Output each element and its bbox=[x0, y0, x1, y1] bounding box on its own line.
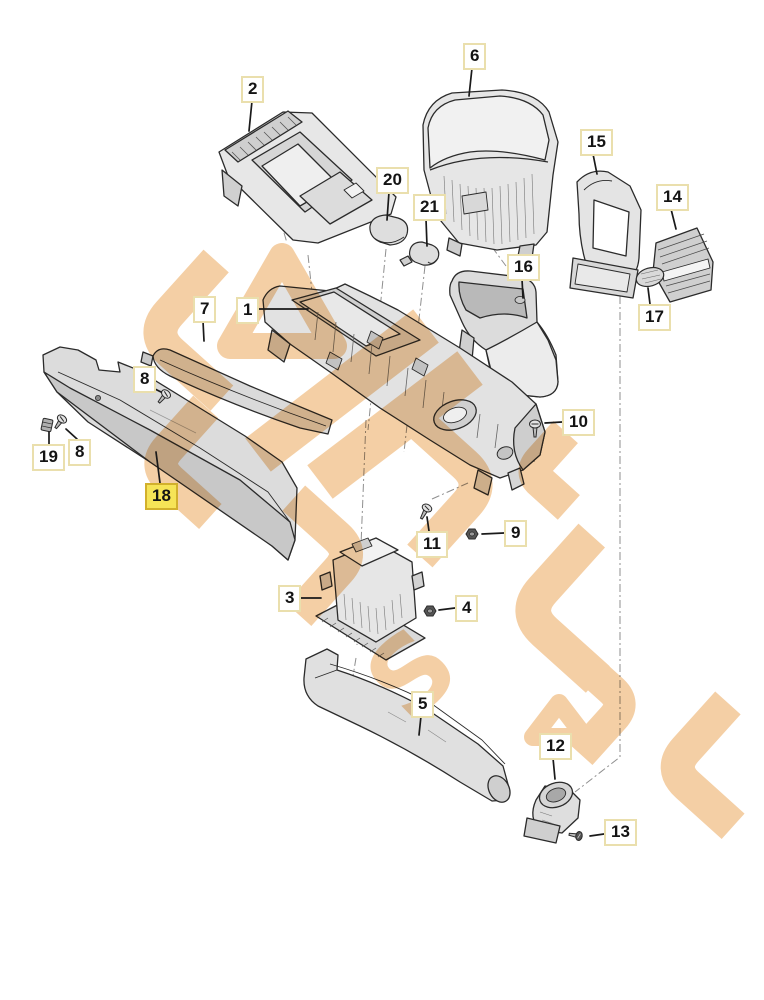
leader-line-4 bbox=[438, 607, 456, 611]
part-label-8-upper[interactable]: 8 bbox=[133, 366, 157, 393]
screw-8-upper-icon bbox=[157, 389, 171, 404]
leader-line-16 bbox=[521, 278, 524, 299]
part-2-drawing bbox=[218, 110, 397, 244]
part-label-13[interactable]: 13 bbox=[604, 819, 637, 846]
leader-line-9 bbox=[481, 532, 505, 535]
leader-line-11 bbox=[426, 516, 430, 532]
part-6-drawing bbox=[422, 89, 559, 259]
leader-line-20 bbox=[386, 191, 390, 221]
part-label-14[interactable]: 14 bbox=[656, 184, 689, 211]
part-label-6[interactable]: 6 bbox=[463, 43, 487, 70]
part-15-drawing bbox=[569, 170, 642, 299]
part-12-drawing bbox=[523, 781, 581, 844]
part-label-11[interactable]: 11 bbox=[416, 531, 448, 558]
screw-11-icon bbox=[419, 503, 433, 520]
leader-line-6 bbox=[468, 67, 473, 97]
part-label-9[interactable]: 9 bbox=[504, 520, 528, 547]
part-label-1[interactable]: 1 bbox=[236, 297, 260, 324]
leader-line-12 bbox=[552, 757, 556, 780]
screw-13-icon bbox=[568, 831, 583, 841]
part-label-12[interactable]: 12 bbox=[539, 733, 572, 760]
screw-10-icon bbox=[529, 419, 541, 438]
part-21-drawing bbox=[399, 241, 440, 267]
leader-line-15 bbox=[592, 153, 598, 175]
part-label-17[interactable]: 17 bbox=[638, 304, 671, 331]
clip-19-icon bbox=[40, 417, 54, 433]
leader-line-14 bbox=[670, 208, 677, 230]
leader-line-5 bbox=[418, 715, 422, 736]
part-17-drawing bbox=[635, 266, 665, 288]
leader-line-2 bbox=[248, 100, 253, 132]
leader-line-17 bbox=[647, 287, 651, 305]
leader-line-7 bbox=[202, 320, 205, 342]
part-label-16[interactable]: 16 bbox=[507, 254, 540, 281]
leader-line-21 bbox=[425, 218, 428, 247]
part-20-drawing bbox=[369, 214, 409, 246]
part-label-15[interactable]: 15 bbox=[580, 129, 613, 156]
leader-line-18 bbox=[155, 451, 161, 484]
part-label-19[interactable]: 19 bbox=[32, 444, 65, 471]
part-label-8-lower[interactable]: 8 bbox=[68, 439, 92, 466]
part-label-18[interactable]: 18 bbox=[145, 483, 178, 510]
leader-line-10 bbox=[544, 421, 563, 424]
leader-line-8-lower bbox=[65, 428, 78, 440]
part-label-7[interactable]: 7 bbox=[193, 296, 217, 323]
part-label-20[interactable]: 20 bbox=[376, 167, 409, 194]
nut-9-icon bbox=[465, 528, 479, 540]
part-label-5[interactable]: 5 bbox=[411, 691, 435, 718]
leader-line-13 bbox=[589, 833, 605, 837]
part-5-drawing bbox=[303, 648, 511, 803]
part-label-21[interactable]: 21 bbox=[413, 194, 446, 221]
part-label-10[interactable]: 10 bbox=[562, 409, 595, 436]
part-label-4[interactable]: 4 bbox=[455, 595, 479, 622]
part-label-2[interactable]: 2 bbox=[241, 76, 265, 103]
screw-8-lower-icon bbox=[54, 414, 68, 430]
part-label-3[interactable]: 3 bbox=[278, 585, 302, 612]
nut-4-icon bbox=[423, 605, 437, 617]
leader-lines bbox=[48, 67, 677, 837]
